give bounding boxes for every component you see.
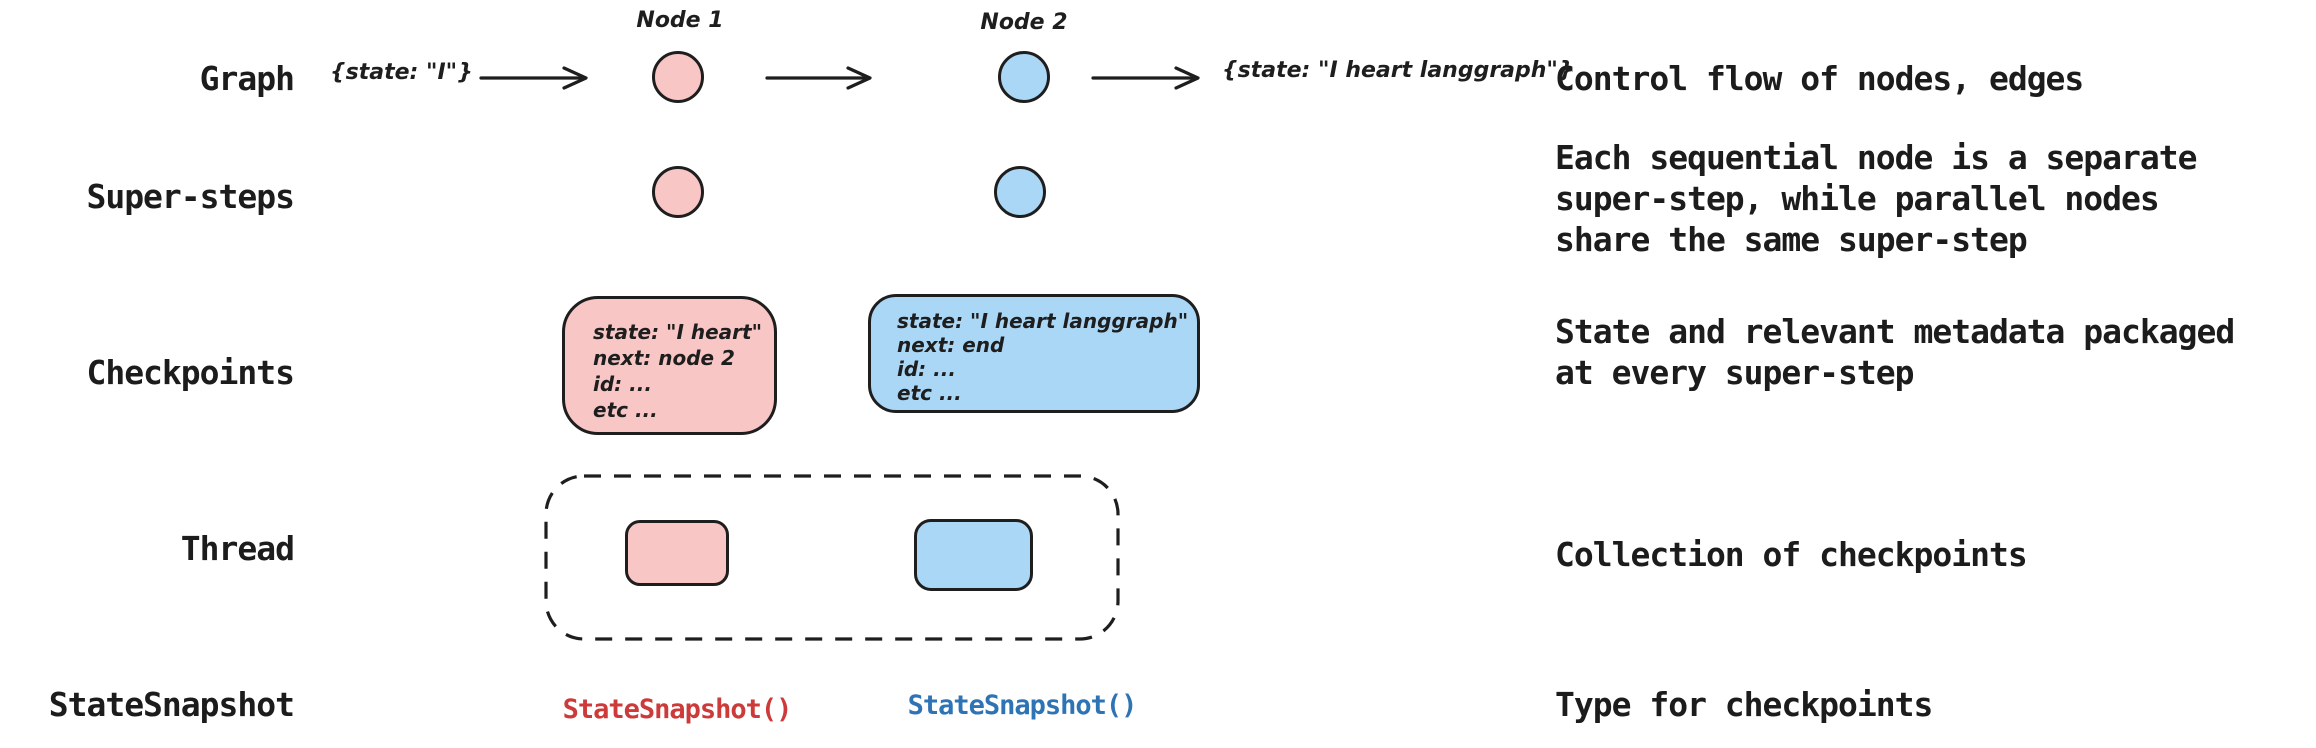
flow-arrow-icon [478, 64, 590, 92]
statesnapshot-node2-code: StateSnapshot() [907, 690, 1138, 721]
row-label-super-steps: Super-steps [86, 177, 295, 216]
checkpoint-line: state: "I heart" [593, 320, 763, 344]
desc-statesnapshot: Type for checkpoints [1555, 685, 1933, 724]
thread-checkpoint-pink-icon [625, 520, 729, 586]
statesnapshot-node1-code: StateSnapshot() [562, 694, 793, 725]
row-label-thread: Thread [180, 529, 295, 568]
thread-dashed-container [544, 474, 1120, 641]
flow-arrow-icon [764, 64, 874, 92]
checkpoint-line: etc ... [593, 398, 658, 422]
checkpoint-card-node2: state: "I heart langgraph" next: end id:… [868, 294, 1200, 413]
node1-title: Node 1 [636, 8, 724, 33]
checkpoint-line: etc ... [897, 381, 962, 405]
checkpoint-line: next: node 2 [593, 346, 735, 370]
node2-circle-icon [998, 51, 1050, 103]
checkpoint-line: id: ... [593, 372, 652, 396]
input-state-text: {state: "I"} [330, 60, 473, 85]
desc-checkpoints: State and relevant metadata packaged at … [1555, 312, 2235, 392]
flow-arrow-icon [1090, 64, 1202, 92]
row-label-checkpoints: Checkpoints [86, 353, 295, 392]
desc-super-steps: Each sequential node is a separate super… [1555, 138, 2198, 259]
checkpoint-line: next: end [897, 333, 1005, 357]
desc-graph: Control flow of nodes, edges [1555, 59, 2084, 98]
row-label-graph: Graph [199, 59, 295, 98]
superstep-node1-circle-icon [652, 166, 704, 218]
thread-checkpoint-blue-icon [914, 519, 1033, 591]
superstep-node2-circle-icon [994, 166, 1046, 218]
node1-circle-icon [652, 51, 704, 103]
checkpoint-line: id: ... [897, 357, 956, 381]
checkpoint-card-node1: state: "I heart" next: node 2 id: ... et… [562, 296, 777, 435]
row-label-statesnapshot: StateSnapshot [48, 685, 295, 724]
node2-title: Node 2 [980, 10, 1068, 35]
desc-thread: Collection of checkpoints [1555, 535, 2028, 574]
output-state-text: {state: "I heart langgraph"} [1222, 58, 1574, 83]
checkpoint-line: state: "I heart langgraph" [897, 309, 1189, 333]
